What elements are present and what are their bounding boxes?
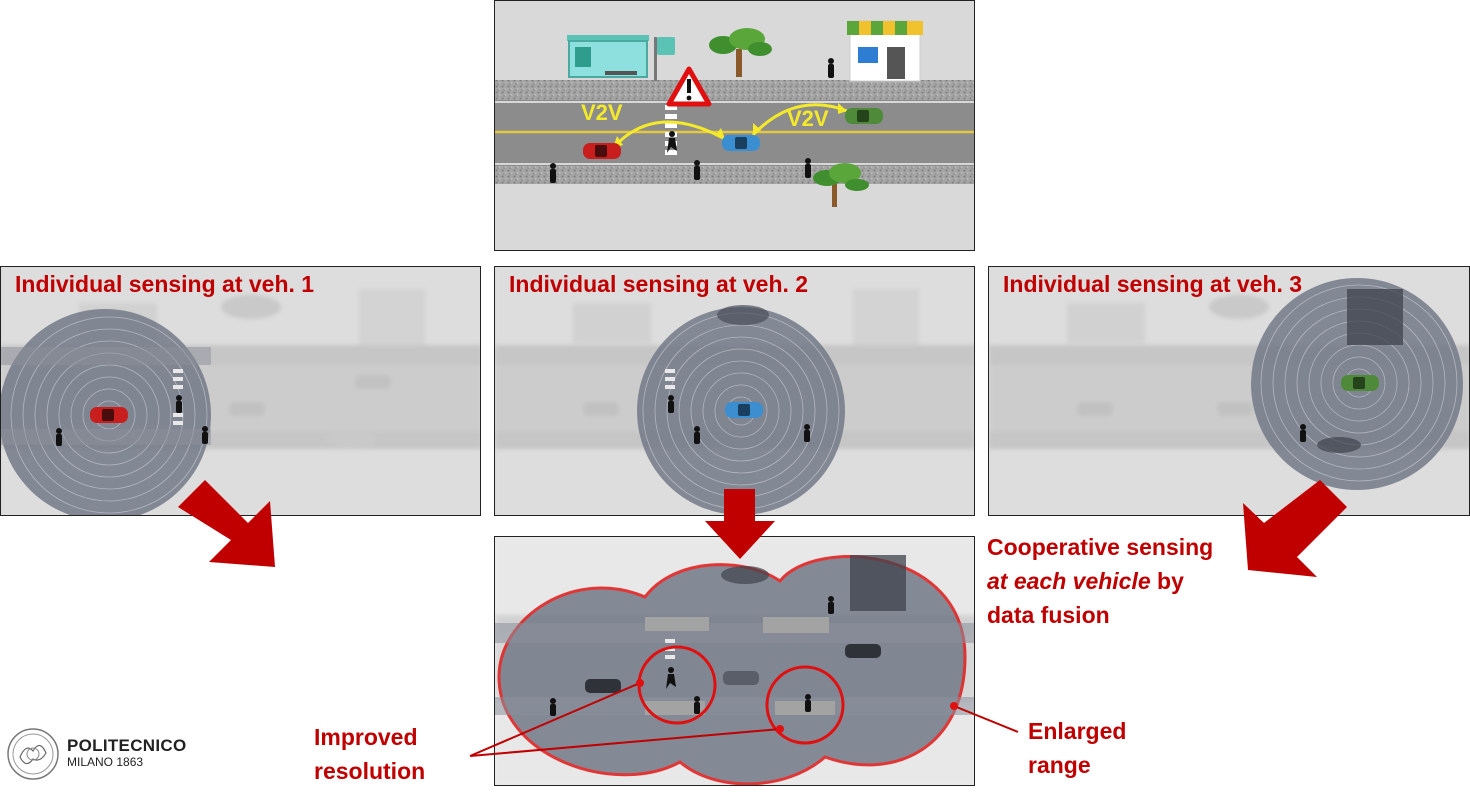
v2v-scene-illustration: [495, 1, 974, 250]
enlarged-line-2: range: [1028, 752, 1091, 778]
improved-line-1: Improved: [314, 724, 418, 750]
improved-resolution-label: Improved resolution: [314, 720, 425, 788]
logo-sub: MILANO 1863: [67, 755, 144, 769]
sensing-illustration-2: [495, 267, 974, 515]
vehicle-3-car-icon: [845, 108, 883, 124]
politecnico-seal-logo: [7, 728, 59, 780]
vehicle-1-car-icon: [583, 143, 621, 159]
enlarged-range-label: Enlarged range: [1028, 714, 1126, 782]
sensing-panel-vehicle-1: Individual sensing at veh. 1: [0, 266, 481, 516]
sensing-panel-vehicle-3: Individual sensing at veh. 3: [988, 266, 1470, 516]
tree-icon: [709, 28, 772, 77]
sensing-illustration-3: [989, 267, 1469, 515]
cooperative-line-1: Cooperative sensing: [987, 534, 1214, 560]
pedestrian-icons: [550, 58, 834, 183]
improved-resolution-circle: [765, 665, 845, 745]
shop-icon: [847, 20, 923, 82]
vehicle-2-car-icon: [722, 135, 760, 151]
v2v-label-left: V2V: [581, 100, 623, 125]
cooperative-line-3: data fusion: [987, 602, 1110, 628]
cooperative-line-2-italic: at each vehicle: [987, 568, 1151, 594]
cooperative-line-2-rest: by: [1150, 568, 1184, 594]
cooperative-sensing-illustration: [495, 537, 974, 785]
panel-title: Individual sensing at veh. 1: [15, 271, 315, 297]
logo-name: POLITECNICO: [67, 736, 187, 755]
v2v-arrow: [611, 120, 726, 150]
v2v-scene-panel: V2V V2V: [494, 0, 975, 251]
cooperative-line-2: at each vehicle by: [987, 564, 1213, 598]
panel-title: Individual sensing at veh. 3: [1003, 271, 1303, 297]
enlarged-line-1: Enlarged: [1028, 718, 1127, 744]
bus-stop-icon: [567, 35, 675, 81]
cooperative-sensing-label: Cooperative sensing at each vehicle by d…: [987, 530, 1213, 632]
warning-sign-icon: [666, 66, 712, 107]
sensing-panel-vehicle-2: Individual sensing at veh. 2: [494, 266, 975, 516]
tree-icon: [813, 163, 869, 207]
cooperative-sensing-panel: [494, 536, 975, 786]
improved-line-2: resolution: [314, 758, 426, 784]
sensing-illustration-1: [1, 267, 480, 515]
panel-title: Individual sensing at veh. 2: [509, 271, 809, 297]
logo-wordmark: POLITECNICO MILANO 1863: [67, 736, 186, 769]
v2v-label-right: V2V: [787, 106, 829, 131]
v2v-arrow: [751, 103, 848, 137]
